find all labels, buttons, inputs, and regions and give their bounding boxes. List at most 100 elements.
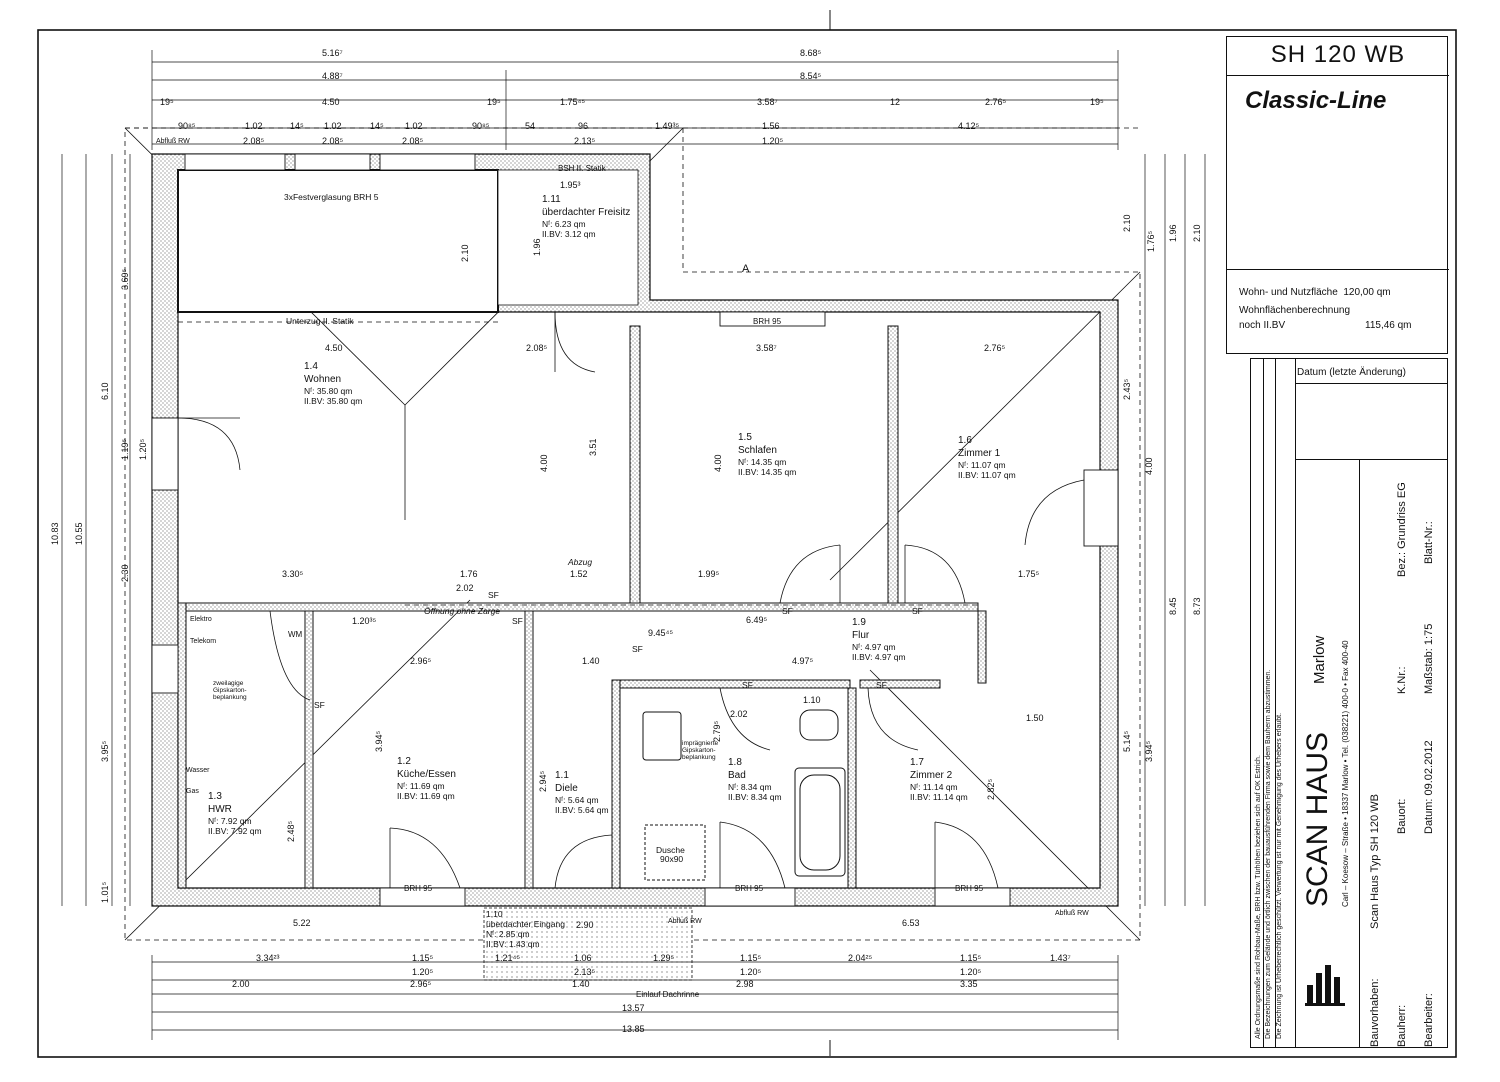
sf-5: SF [912,606,923,616]
dim-inner-21: 5.22 [293,918,311,928]
dim-inner-16: 1.20³⁵ [352,616,377,626]
room-name: überdachter Freisitz [542,207,631,218]
dim-top-row4-l: 4.12⁵ [958,121,980,131]
dim-top-row4-c: 14⁵ [290,121,304,131]
dim-top-row4-e: 14⁵ [370,121,384,131]
dim-top-row2-b: 8.54⁵ [800,71,822,81]
massstab: Maßstab: 1:75 [1423,623,1435,694]
gips-label: zweilagige Gipskarton-beplankung [213,680,247,701]
bauort-label: Bauort: [1396,798,1408,834]
note-3: Die Zeichnung ist Urheberrechtlich gesch… [1276,712,1283,1039]
room-name: Schlafen [738,445,777,456]
area-line1: Wohn- und Nutzfläche 120,00 qm [1239,287,1391,298]
dim-bottom-row2-d: 1.20⁵ [960,967,982,977]
dim-top-row5-d: 2.13⁵ [574,136,596,146]
blatt-label: Blatt-Nr.: [1423,521,1435,564]
dim-inner-18: 1.10 [803,695,821,705]
oeffnung-label: Öffnung ohne Zarge [424,606,501,616]
abfluss-label-br: Abfluß RW [1055,910,1089,917]
dim-inner-15: 1.40 [582,656,600,666]
dim-bottom-row3-d: 2.98 [736,979,754,989]
bauvorhaben-label: Bauvorhaben: [1369,978,1381,1048]
dim-top-row4-k: 1.56 [762,121,780,131]
room-name: Wohnen [304,374,342,385]
dim-inner-19: 2.02 [730,709,748,719]
room-name: Bad [728,770,746,781]
room-number: 1.6 [958,435,972,446]
dim-inner-3: 3.58⁷ [756,343,777,353]
telekom-label: Telekom [190,638,217,645]
dusche-size: 90x90 [660,854,684,864]
note-1: Alle Ordnungsmaße sind Rohbau-Maße, BRH … [1255,755,1262,1039]
room-number: 1.10 [486,909,503,919]
sf-1: SF [488,590,499,600]
sheet-frame [37,29,1457,1058]
dim-bottom-row3-c: 1.40 [572,979,590,989]
dim-top-row1-a: 5.16⁷ [322,48,343,58]
dim-top-row5-b: 2.08⁵ [322,136,344,146]
dim-inner-2: 2.08⁵ [526,343,548,353]
dim-inner-22: 6.53 [902,918,920,928]
dim-inner-9: 1.99⁵ [698,569,720,579]
dim-top-row2-a: 4.88⁷ [322,71,343,81]
abfluss-label-tl: Abfluß RW [156,138,190,145]
dim-bottom-row2-a: 1.20⁵ [412,967,434,977]
dim-inner-10: 1.75⁵ [1018,569,1040,579]
company-address: Carl – Koesow – Straße • 18337 Marlow • … [1341,640,1350,907]
bathroom-fixtures [642,709,846,881]
impr-label: imprägnierte Gipskarton-beplankung [682,740,719,761]
dim-inner-13: 4.97⁵ [792,656,814,666]
dim-bottom-row1-a: 3.34²³ [256,953,280,963]
company-city: Marlow [1311,635,1328,684]
dim-bottom-total2: 13.85 [622,1024,645,1034]
dim-top-row5-a: 2.08⁵ [243,136,265,146]
room-number: 1.1 [555,770,569,781]
brand-logo: Classic-Line [1245,87,1387,114]
dim-top-row3-e: 3.58⁷ [757,97,778,107]
dim-inner-14: 2.96⁵ [410,656,432,666]
room-number: 1.3 [208,791,222,802]
dim-inner-7: 2.02 [456,583,474,593]
brh-window-bottom-2: BRH 95 [735,884,764,893]
doors [177,311,1085,889]
dim-top-row4-b: 1.02 [245,121,263,131]
room-number: 1.5 [738,432,752,443]
unterzug-label: Unterzug II. Statik [286,316,354,326]
dim-inner-8: 1.52 [570,569,588,579]
dim-top-row3-f: 12 [890,97,901,107]
wm-label: WM [288,630,303,639]
room-number: 1.11 [542,194,561,205]
elektro-label: Elektro [190,616,212,623]
sf-6: SF [742,680,753,690]
dim-top-row4-i: 96 [578,121,589,131]
freisitz [497,169,639,306]
dim-bottom-row1-h: 1.15⁵ [960,953,982,963]
verglasung-label: 3xFestverglasung BRH 5 [284,192,379,202]
sf-2: SF [512,616,523,626]
abzug-label: Abzug [568,557,593,567]
entrance-canopy [483,907,693,981]
dim-bottom-row1-c: 1.21⁴⁵ [495,953,521,963]
room-name: überdachter Eingang [486,919,565,929]
title-block-header: SH 120 WB Classic-Line Wohn- und Nutzflä… [1226,36,1449,354]
room-number: 1.2 [397,756,411,767]
dim-top-row5-e: 1.20⁵ [762,136,784,146]
dim-top-row4-j: 1.49³⁵ [655,121,680,131]
dim-top-row3-h: 19⁵ [1090,97,1104,107]
sf-7: SF [876,680,887,690]
dim-inner-5: 3.30⁵ [282,569,304,579]
room-number: 1.8 [728,757,742,768]
dim-bottom-row1-g: 2.04²⁵ [848,953,873,963]
title-block-lower: Datum (letzte Änderung) Alle Ordnungsmaß… [1250,358,1448,1048]
dim-inner-1: 4.50 [325,343,343,353]
bauherr-label: Bauherr: [1396,1004,1408,1047]
dim-top-row1-b: 8.68⁵ [800,48,822,58]
